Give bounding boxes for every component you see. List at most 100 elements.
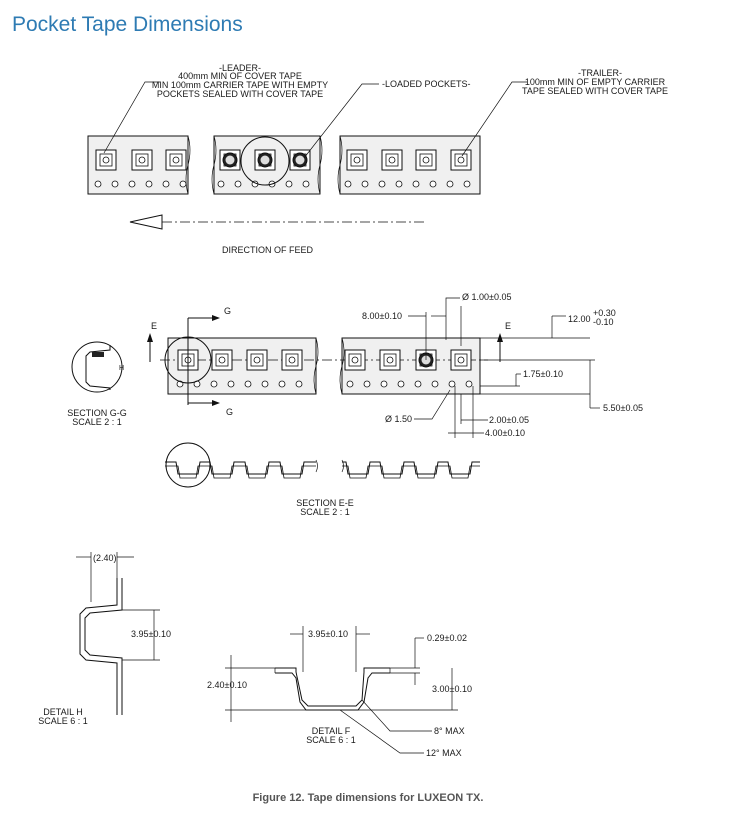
break-mark: [339, 337, 345, 395]
sprocket-hole: [145, 180, 153, 188]
arrow-head: [212, 315, 220, 321]
sprocket-hole: [412, 180, 420, 188]
pocket-inner: [348, 353, 362, 367]
page-title: Pocket Tape Dimensions: [12, 13, 243, 36]
sprocket-hole: [111, 180, 119, 188]
sprocket-dia-leader: [414, 389, 451, 420]
pocket-hole: [386, 356, 394, 364]
component-lens-highlight: [225, 155, 235, 165]
pocket-inner: [454, 353, 468, 367]
pocket-hole: [422, 156, 430, 164]
pocket-hole: [138, 156, 146, 164]
pocket-hole: [353, 156, 361, 164]
sprocket-hole: [302, 180, 310, 188]
break-mark: [315, 459, 318, 473]
leader-line-1: -LEADER-: [219, 63, 261, 73]
sprocket-hole: [295, 380, 303, 388]
pocket: [415, 149, 437, 171]
break-mark: [185, 135, 191, 195]
pocket-depth-label: 3.00±0.10: [432, 684, 472, 694]
section-gg-component: [92, 352, 104, 357]
sprocket-hole: [344, 180, 352, 188]
section-ee-title: SECTION E-E: [296, 498, 354, 508]
pocket-hole: [457, 356, 465, 364]
width-tol-plus: +0.30: [593, 308, 616, 318]
hole-dia-label: Ø 1.00±0.05: [462, 292, 511, 302]
pocket: [95, 149, 117, 171]
break-mark: [337, 135, 343, 195]
section-ee-profile-inner: [165, 465, 316, 479]
width-main-label: 12.00: [568, 314, 591, 324]
sprocket-hole: [414, 380, 422, 388]
loaded-callout: [303, 83, 379, 159]
tape-dimensions-drawing: -LEADER- 400mm MIN OF COVER TAPE MIN 100…: [38, 63, 668, 758]
thickness-label: 0.29±0.02: [427, 633, 467, 643]
sprocket-hole: [162, 180, 170, 188]
pocket: [281, 349, 303, 371]
pocket: [211, 349, 233, 371]
trailer-callout: [461, 81, 527, 157]
pocket-inner: [250, 353, 264, 367]
section-gg-view: H: [71, 341, 124, 393]
angle-8-label: 8° MAX: [434, 726, 465, 736]
loaded-pockets-label: -LOADED POCKETS-: [382, 79, 471, 89]
trailer-line-2: 100mm MIN OF EMPTY CARRIER: [525, 77, 666, 87]
sprocket-hole: [395, 180, 403, 188]
sprocket-hole: [397, 380, 405, 388]
sprocket-hole: [128, 180, 136, 188]
detail-f-view: 3.95±0.10 0.29±0.02 2.40±0.10 3.00±0.10 …: [207, 626, 472, 758]
pocket-inner: [285, 353, 299, 367]
section-ee-detail-circle: [165, 442, 211, 488]
sprocket-dia-label: Ø 1.50: [385, 414, 412, 424]
section-e-letter-right: E: [505, 321, 511, 331]
section-g-letter-bottom: G: [226, 407, 233, 417]
section-ee-profile-inner: [342, 465, 480, 479]
pocket: [131, 149, 153, 171]
pocket-inner: [99, 153, 113, 167]
leader-line-3: MIN 100mm CARRIER TAPE WITH EMPTY: [152, 80, 328, 90]
angle-8-leader: [361, 699, 432, 732]
sprocket-hole: [244, 380, 252, 388]
sprocket-hole: [361, 180, 369, 188]
angle-12-leader: [339, 709, 424, 754]
feed-arrow-head: [129, 214, 163, 230]
sprocket-hole: [463, 180, 471, 188]
trailer-line-1: -TRAILER-: [578, 68, 622, 78]
detail-h-title: DETAIL H: [43, 707, 83, 717]
pitch-label: 8.00±0.10: [362, 311, 402, 321]
edge-label: 1.75±0.10: [523, 369, 563, 379]
figure-caption: Figure 12. Tape dimensions for LUXEON TX…: [252, 792, 484, 804]
section-gg-circle: [71, 341, 123, 393]
sprocket-hole: [378, 180, 386, 188]
sprocket-hole: [179, 180, 187, 188]
hole-dia-leader: [445, 297, 460, 340]
detail-f-profile-inner: [275, 672, 390, 711]
pocket: [346, 149, 368, 171]
leader-callout: [103, 81, 160, 154]
pocket-inner: [169, 153, 183, 167]
pocket-inner: [419, 153, 433, 167]
dimensioned-tape: [160, 336, 488, 395]
leader-line-4: POCKETS SEALED WITH COVER TAPE: [157, 89, 323, 99]
pocket-inner: [454, 153, 468, 167]
pocket: [381, 149, 403, 171]
section-e-letter-left: E: [151, 321, 157, 331]
pocket: [344, 349, 366, 371]
total-depth-label: 2.40±0.10: [207, 680, 247, 690]
detail-h-profile-inner: [84, 578, 123, 715]
pocket: [450, 149, 472, 171]
detail-h-scale: SCALE 6 : 1: [38, 716, 88, 726]
sprocket-hole: [278, 380, 286, 388]
sprocket-hole: [217, 180, 225, 188]
sprocket-hole: [429, 180, 437, 188]
sprocket-pitch-label: 4.00±0.10: [485, 428, 525, 438]
pocket-hole: [457, 156, 465, 164]
arrow-head: [212, 400, 220, 406]
sprocket-hole: [465, 380, 473, 388]
detail-f-scale: SCALE 6 : 1: [306, 735, 356, 745]
section-ee-profile: [342, 461, 480, 475]
detail-f-title: DETAIL F: [312, 726, 351, 736]
pocket-inner: [383, 353, 397, 367]
overview-tape: [87, 135, 481, 195]
section-ee-view: [165, 442, 480, 488]
